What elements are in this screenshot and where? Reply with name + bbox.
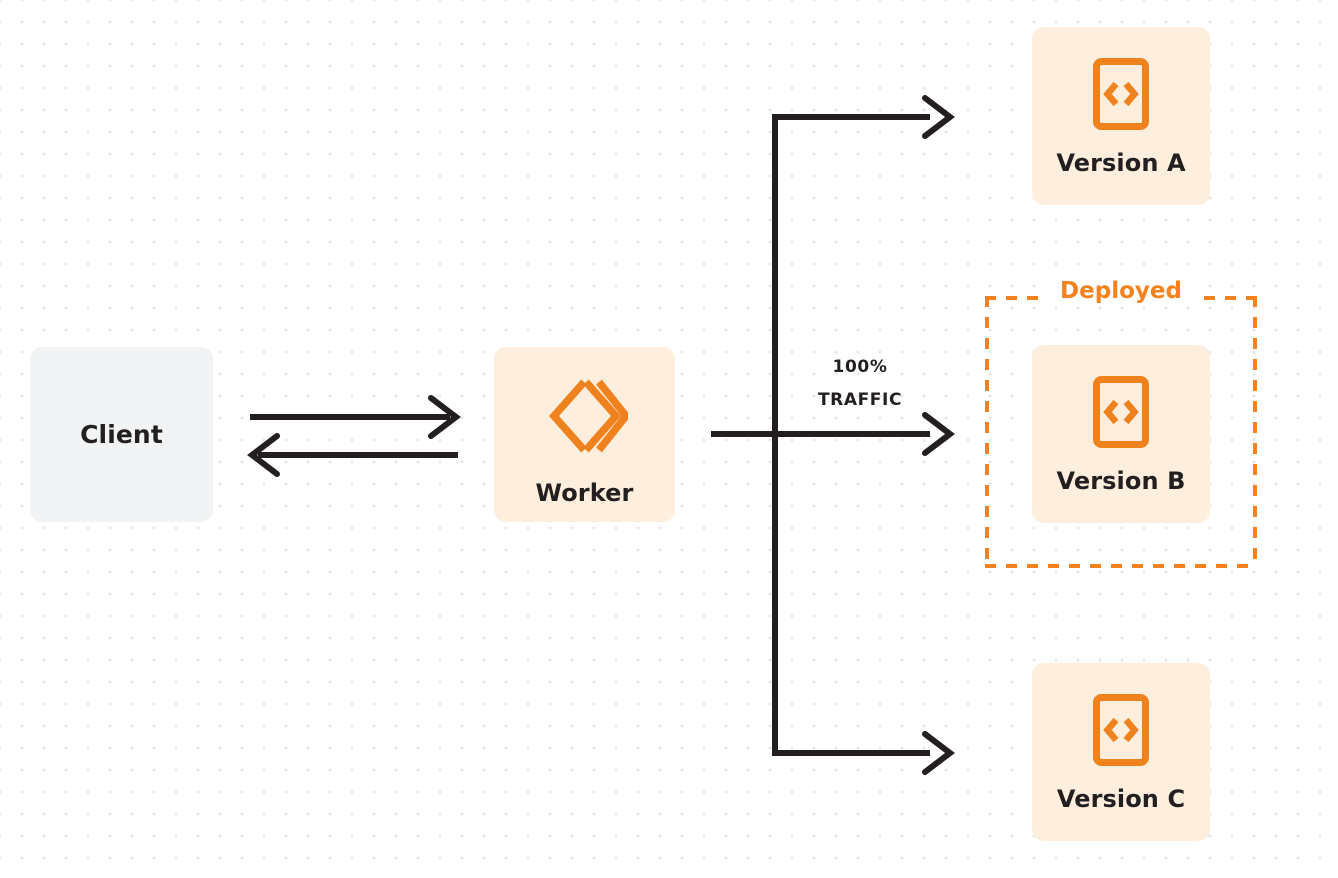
traffic-label: 100% TRAFFIC [782, 351, 938, 417]
traffic-word: TRAFFIC [817, 390, 903, 411]
edge-worker-to-client [247, 433, 458, 477]
deployed-group-label: Deployed [1050, 280, 1192, 303]
code-brackets-icon [1092, 693, 1150, 767]
edge-traffic-trunk [711, 117, 930, 753]
code-brackets-icon [1092, 57, 1150, 131]
node-client[interactable]: Client [30, 347, 213, 522]
deployed-border-top-left [985, 296, 1045, 300]
edge-traffic-to-version-c [772, 731, 955, 775]
traffic-percent: 100% [832, 357, 888, 377]
edge-traffic-to-version-b [922, 412, 955, 456]
cloudflare-workers-logo-icon [542, 373, 628, 459]
code-brackets-icon [1092, 375, 1150, 449]
deployed-border-left [985, 296, 989, 568]
node-version-b-label: Version B [1056, 467, 1186, 495]
edge-client-to-worker [250, 395, 461, 439]
node-version-a[interactable]: Version A [1032, 27, 1210, 205]
node-version-c[interactable]: Version C [1032, 663, 1210, 841]
node-client-label: Client [80, 420, 163, 449]
node-version-c-label: Version C [1056, 785, 1186, 813]
node-version-a-label: Version A [1056, 149, 1186, 177]
node-version-b[interactable]: Version B [1032, 345, 1210, 523]
deployed-border-bottom [985, 564, 1257, 568]
node-worker-label: Worker [535, 478, 634, 507]
deployed-border-top-right [1195, 296, 1257, 300]
node-worker[interactable]: Worker [494, 347, 675, 522]
edge-traffic-to-version-a [772, 95, 955, 139]
deployed-border-right [1253, 296, 1257, 568]
